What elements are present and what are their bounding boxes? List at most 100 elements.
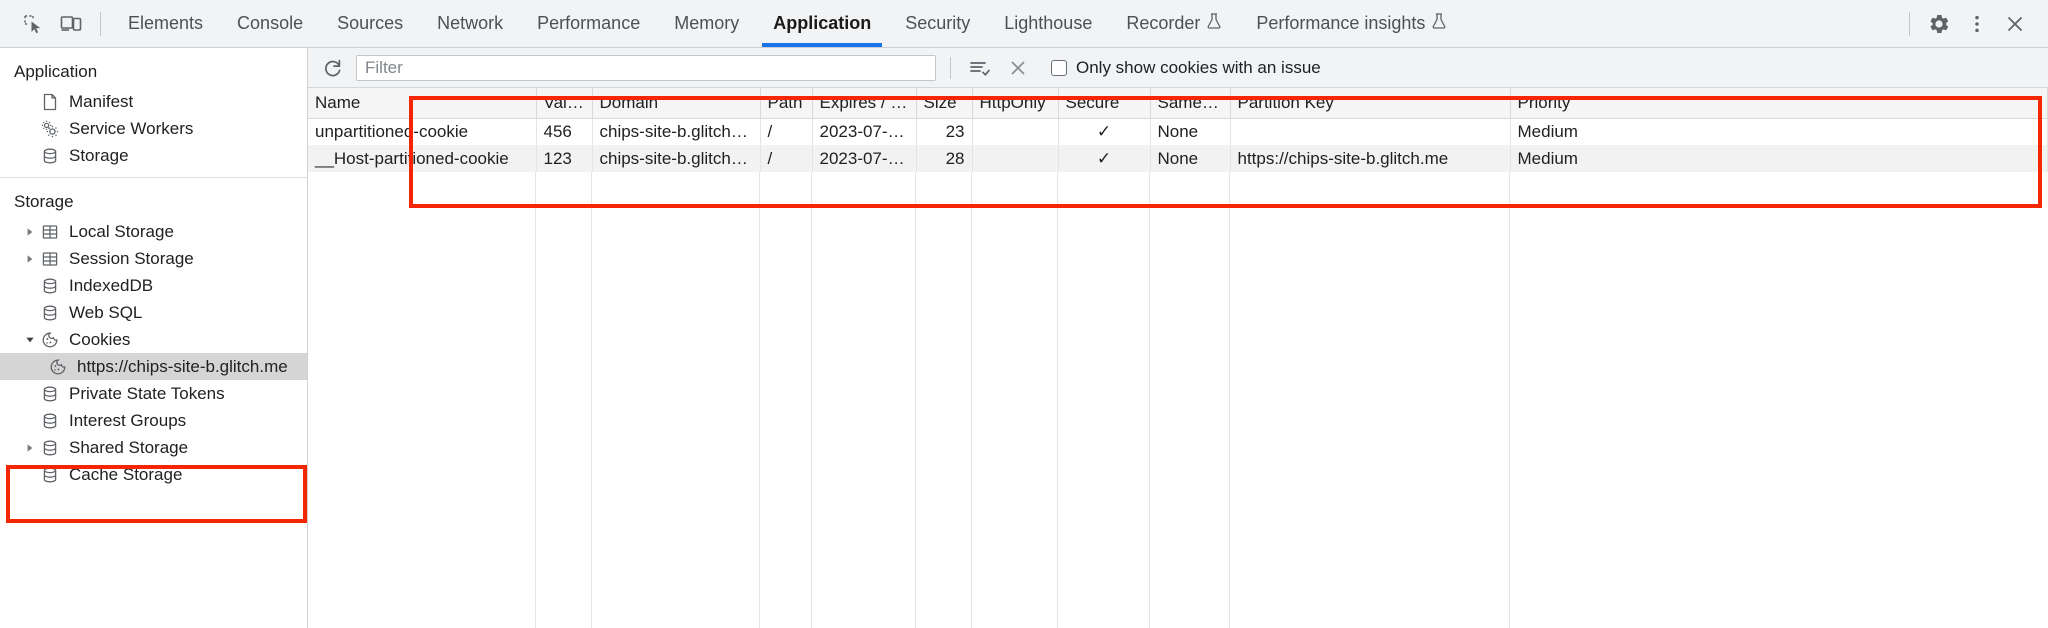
clear-all-cookies-icon[interactable] bbox=[1003, 54, 1033, 82]
sidebar-item-web-sql[interactable]: Web SQL bbox=[0, 299, 307, 326]
tab-network[interactable]: Network bbox=[420, 0, 520, 47]
tab-memory[interactable]: Memory bbox=[657, 0, 756, 47]
sidebar-item-private-state-tokens[interactable]: Private State Tokens bbox=[0, 380, 307, 407]
column-header-secure[interactable]: Secure bbox=[1058, 88, 1151, 119]
database-icon bbox=[40, 303, 60, 323]
application-sidebar: Application Manifest bbox=[0, 48, 308, 628]
table-icon bbox=[40, 222, 60, 242]
gear-icon[interactable] bbox=[1920, 5, 1958, 43]
sidebar-item-cache-storage[interactable]: Cache Storage bbox=[0, 461, 307, 488]
tab-memory-label: Memory bbox=[674, 13, 740, 33]
tabbar-left-controls bbox=[0, 0, 111, 47]
cell-partition-key bbox=[1230, 118, 1511, 145]
tab-recorder[interactable]: Recorder bbox=[1109, 0, 1239, 47]
sidebar-item-service-workers[interactable]: Service Workers bbox=[0, 115, 307, 142]
sidebar-item-label: https://chips-site-b.glitch.me bbox=[77, 357, 288, 376]
experiment-flask-icon bbox=[1206, 12, 1222, 35]
sidebar-item-label: Cookies bbox=[69, 330, 131, 349]
column-header-size[interactable]: Size bbox=[916, 88, 973, 119]
tab-security[interactable]: Security bbox=[888, 0, 987, 47]
column-header-samesite[interactable]: SameSite bbox=[1150, 88, 1231, 119]
device-toolbar-icon[interactable] bbox=[52, 5, 90, 43]
tab-performance[interactable]: Performance bbox=[520, 0, 657, 47]
table-row[interactable]: __Host-partitioned-cookie 123 chips-site… bbox=[308, 145, 2048, 172]
database-icon bbox=[40, 384, 60, 404]
sidebar-section-title-application: Application bbox=[14, 62, 98, 81]
cell-expires: 2023-07-07… bbox=[812, 145, 917, 172]
cell-value: 123 bbox=[536, 145, 593, 172]
only-show-issues-label: Only show cookies with an issue bbox=[1076, 57, 1321, 77]
tab-console[interactable]: Console bbox=[220, 0, 320, 47]
sidebar-item-cookies[interactable]: Cookies bbox=[0, 326, 307, 353]
database-icon bbox=[40, 465, 60, 485]
sidebar-item-label: IndexedDB bbox=[69, 276, 154, 295]
cell-samesite: None bbox=[1150, 118, 1231, 145]
sidebar-item-storage[interactable]: Storage bbox=[0, 142, 307, 169]
cell-httponly bbox=[972, 118, 1059, 145]
clear-filters-icon[interactable] bbox=[965, 54, 995, 82]
tab-performance-insights[interactable]: Performance insights bbox=[1239, 0, 1464, 47]
manifest-icon bbox=[40, 92, 60, 112]
tab-recorder-label: Recorder bbox=[1126, 13, 1201, 33]
cell-priority: Medium bbox=[1510, 145, 2048, 172]
sidebar-item-manifest[interactable]: Manifest bbox=[0, 88, 307, 115]
chevron-right-icon[interactable] bbox=[22, 440, 38, 456]
sidebar-item-label: Interest Groups bbox=[69, 411, 187, 430]
sidebar-item-label: Storage bbox=[69, 146, 129, 165]
tab-elements[interactable]: Elements bbox=[111, 0, 220, 47]
sidebar-item-session-storage[interactable]: Session Storage bbox=[0, 245, 307, 272]
column-header-path[interactable]: Path bbox=[760, 88, 813, 119]
only-show-issues-checkbox[interactable]: Only show cookies with an issue bbox=[1051, 58, 1321, 78]
table-row[interactable]: unpartitioned-cookie 456 chips-site-b.gl… bbox=[308, 118, 2048, 145]
tab-security-label: Security bbox=[905, 13, 971, 33]
column-header-partition-key[interactable]: Partition Key bbox=[1230, 88, 1511, 119]
chevron-down-icon[interactable] bbox=[22, 332, 38, 348]
chevron-right-icon[interactable] bbox=[22, 224, 38, 240]
database-icon bbox=[40, 276, 60, 296]
more-options-icon[interactable] bbox=[1958, 5, 1996, 43]
column-header-httponly[interactable]: HttpOnly bbox=[972, 88, 1059, 119]
cookie-icon bbox=[40, 330, 60, 350]
panel-tabs: Elements Console Sources Network Perform… bbox=[111, 0, 1464, 47]
tabbar-right-controls bbox=[1899, 0, 2048, 47]
table-header-row: Name Value Domain Path Expires / M… Size… bbox=[308, 88, 2048, 119]
inspect-element-icon[interactable] bbox=[14, 5, 52, 43]
cell-httponly bbox=[972, 145, 1059, 172]
cell-samesite: None bbox=[1150, 145, 1231, 172]
refresh-icon[interactable] bbox=[318, 54, 348, 82]
tab-lighthouse[interactable]: Lighthouse bbox=[987, 0, 1109, 47]
column-header-domain[interactable]: Domain bbox=[592, 88, 761, 119]
chevron-right-icon[interactable] bbox=[22, 251, 38, 267]
database-icon bbox=[40, 438, 60, 458]
database-icon bbox=[40, 411, 60, 431]
tab-performance-label: Performance bbox=[537, 13, 641, 33]
column-header-expires[interactable]: Expires / M… bbox=[812, 88, 917, 119]
cell-value: 456 bbox=[536, 118, 593, 145]
cell-priority: Medium bbox=[1510, 118, 2048, 145]
cookies-toolbar: Only show cookies with an issue bbox=[308, 48, 2048, 88]
tabbar-divider bbox=[100, 11, 101, 36]
cell-secure: ✓ bbox=[1058, 145, 1151, 172]
close-icon[interactable] bbox=[1996, 5, 2034, 43]
table-icon bbox=[40, 249, 60, 269]
tab-application[interactable]: Application bbox=[756, 0, 888, 47]
cell-secure: ✓ bbox=[1058, 118, 1151, 145]
sidebar-item-shared-storage[interactable]: Shared Storage bbox=[0, 434, 307, 461]
toolbar-divider bbox=[950, 56, 951, 79]
column-header-value[interactable]: Value bbox=[536, 88, 593, 119]
checkbox-box[interactable] bbox=[1051, 59, 1067, 76]
sidebar-section-storage: Storage Local Storage bbox=[0, 177, 307, 496]
sidebar-item-local-storage[interactable]: Local Storage bbox=[0, 218, 307, 245]
cell-size: 23 bbox=[916, 118, 973, 145]
sidebar-item-indexeddb[interactable]: IndexedDB bbox=[0, 272, 307, 299]
cell-partition-key: https://chips-site-b.glitch.me bbox=[1230, 145, 1511, 172]
grid-empty-columns bbox=[308, 172, 2048, 628]
column-header-name[interactable]: Name bbox=[308, 88, 537, 119]
search-input[interactable] bbox=[356, 54, 936, 81]
twisty-placeholder bbox=[22, 94, 38, 110]
sidebar-item-interest-groups[interactable]: Interest Groups bbox=[0, 407, 307, 434]
cookies-grid-container: Name Value Domain Path Expires / M… Size… bbox=[308, 88, 2048, 628]
column-header-priority[interactable]: Priority bbox=[1510, 88, 2048, 119]
tab-sources[interactable]: Sources bbox=[320, 0, 420, 47]
sidebar-item-cookie-origin[interactable]: https://chips-site-b.glitch.me bbox=[0, 353, 307, 380]
